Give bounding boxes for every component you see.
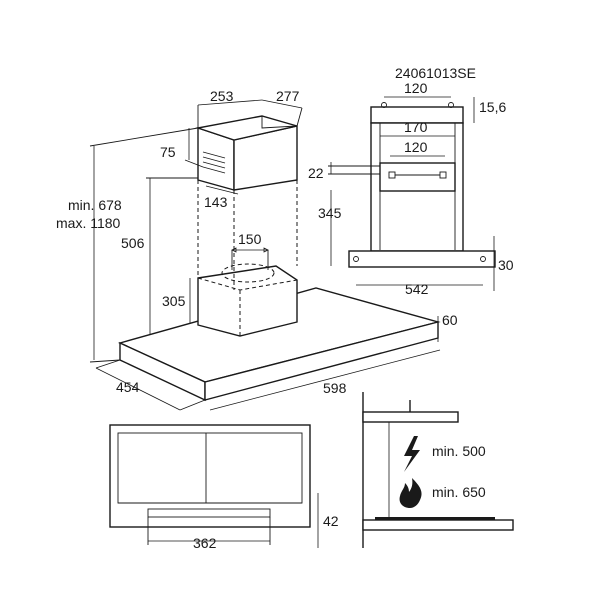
bottom-view: 362 42 [109, 424, 339, 551]
dim-chimney-width: 277 [276, 88, 300, 104]
filter-slot [147, 508, 271, 518]
dim-slot-offset: 22 [308, 165, 324, 181]
flame-icon [399, 478, 422, 508]
dim-chimney-height: 506 [121, 235, 145, 251]
bottom-frame [109, 424, 311, 528]
vent-slots [202, 151, 226, 174]
dim-duct-diameter: 150 [238, 231, 262, 247]
document-code: 24061013SE [395, 65, 476, 81]
dim-canopy-width: 598 [323, 380, 347, 396]
dim-height-max: max. 1180 [56, 215, 121, 231]
dim-slot-width: 170 [404, 119, 428, 135]
main-view: 253 277 75 143 min. 678 max. 1180 506 15… [56, 88, 458, 411]
dim-height-min: min. 678 [68, 197, 122, 213]
bracket-view: 24061013SE 120 15,6 170 120 22 345 542 [308, 65, 514, 297]
clearance-gas: min. 650 [432, 484, 486, 500]
dim-filter-depth: 42 [323, 513, 339, 529]
hob-surface [362, 519, 514, 531]
duct-circle [221, 263, 275, 283]
dim-canopy-depth: 454 [116, 379, 140, 395]
clearance-electric: min. 500 [432, 443, 486, 459]
hood-edge [362, 411, 459, 423]
dim-bracket-height: 345 [318, 205, 342, 221]
dim-canopy-thickness: 60 [442, 312, 458, 328]
motor-housing [197, 265, 298, 337]
dim-motor-height: 305 [162, 293, 186, 309]
dim-vent-width: 143 [204, 194, 228, 210]
dim-filter-width: 362 [193, 535, 217, 551]
clearance-view: min. 500 min. 650 [362, 392, 514, 548]
lightning-icon [404, 436, 420, 472]
dim-top-hole-spacing: 120 [404, 80, 428, 96]
dim-top-offset: 15,6 [479, 99, 506, 115]
bracket-base [348, 250, 496, 268]
dim-chimney-depth: 253 [210, 88, 234, 104]
dim-base-offset: 30 [498, 257, 514, 273]
dim-slot-hole-spacing: 120 [404, 139, 428, 155]
dim-base-width: 542 [405, 281, 429, 297]
dim-vent-offset: 75 [160, 144, 176, 160]
